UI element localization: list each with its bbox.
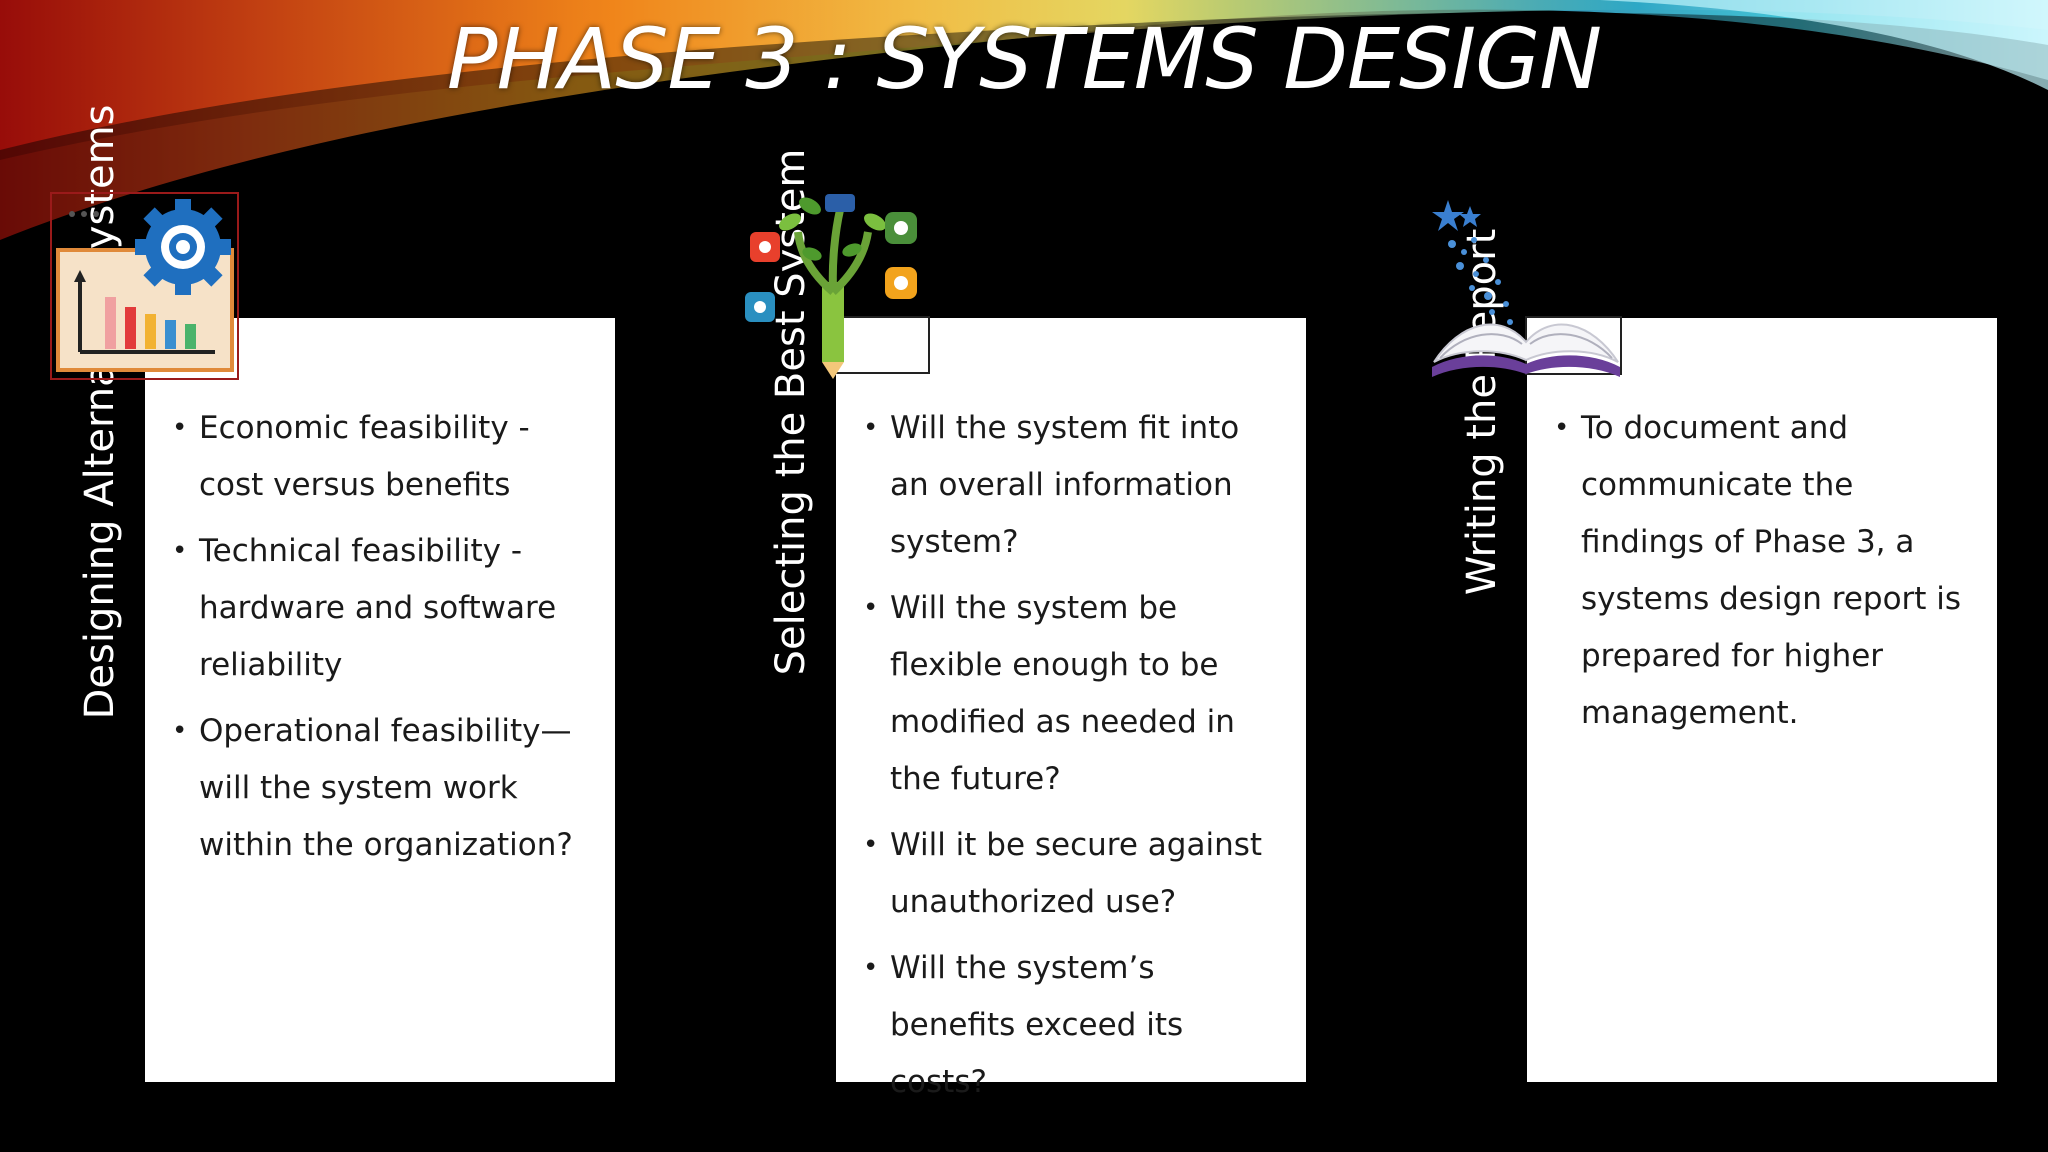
bullet-item: Will the system be flexible enough to be… bbox=[863, 580, 1284, 808]
column-title-selecting: Selecting the Best System bbox=[768, 148, 814, 676]
bullet-list-writing: To document and communicate the findings… bbox=[1554, 400, 1975, 742]
idea-tree-icon bbox=[740, 192, 930, 382]
bullet-item: Will it be secure against unauthorized u… bbox=[863, 817, 1284, 931]
bullet-item: Will the system’s benefits exceed its co… bbox=[863, 940, 1284, 1111]
magic-book-icon bbox=[1430, 192, 1622, 382]
rainbow-swoosh-decoration bbox=[0, 0, 2048, 250]
column-title-designing: Designing Alternative Systems bbox=[77, 104, 123, 720]
bullet-item: To document and communicate the findings… bbox=[1554, 400, 1975, 742]
bullet-list-selecting: Will the system fit into an overall info… bbox=[863, 400, 1284, 1111]
card-selecting: Will the system fit into an overall info… bbox=[836, 318, 1306, 1100]
bullet-item: Economic feasibility - cost versus benef… bbox=[172, 400, 593, 514]
settings-chart-icon bbox=[50, 192, 239, 380]
bullet-item: Technical feasibility - hardware and sof… bbox=[172, 523, 593, 694]
column-title-writing: Writing the Report bbox=[1459, 228, 1505, 596]
bullet-list-designing: Economic feasibility - cost versus benef… bbox=[172, 400, 593, 874]
bullet-item: Will the system fit into an overall info… bbox=[863, 400, 1284, 571]
card-designing: Economic feasibility - cost versus benef… bbox=[145, 318, 615, 1082]
slide-title: PHASE 3 : SYSTEMS DESIGN bbox=[446, 10, 1602, 108]
bullet-item: Operational feasibility—will the system … bbox=[172, 703, 593, 874]
card-writing: To document and communicate the findings… bbox=[1527, 318, 1997, 1082]
